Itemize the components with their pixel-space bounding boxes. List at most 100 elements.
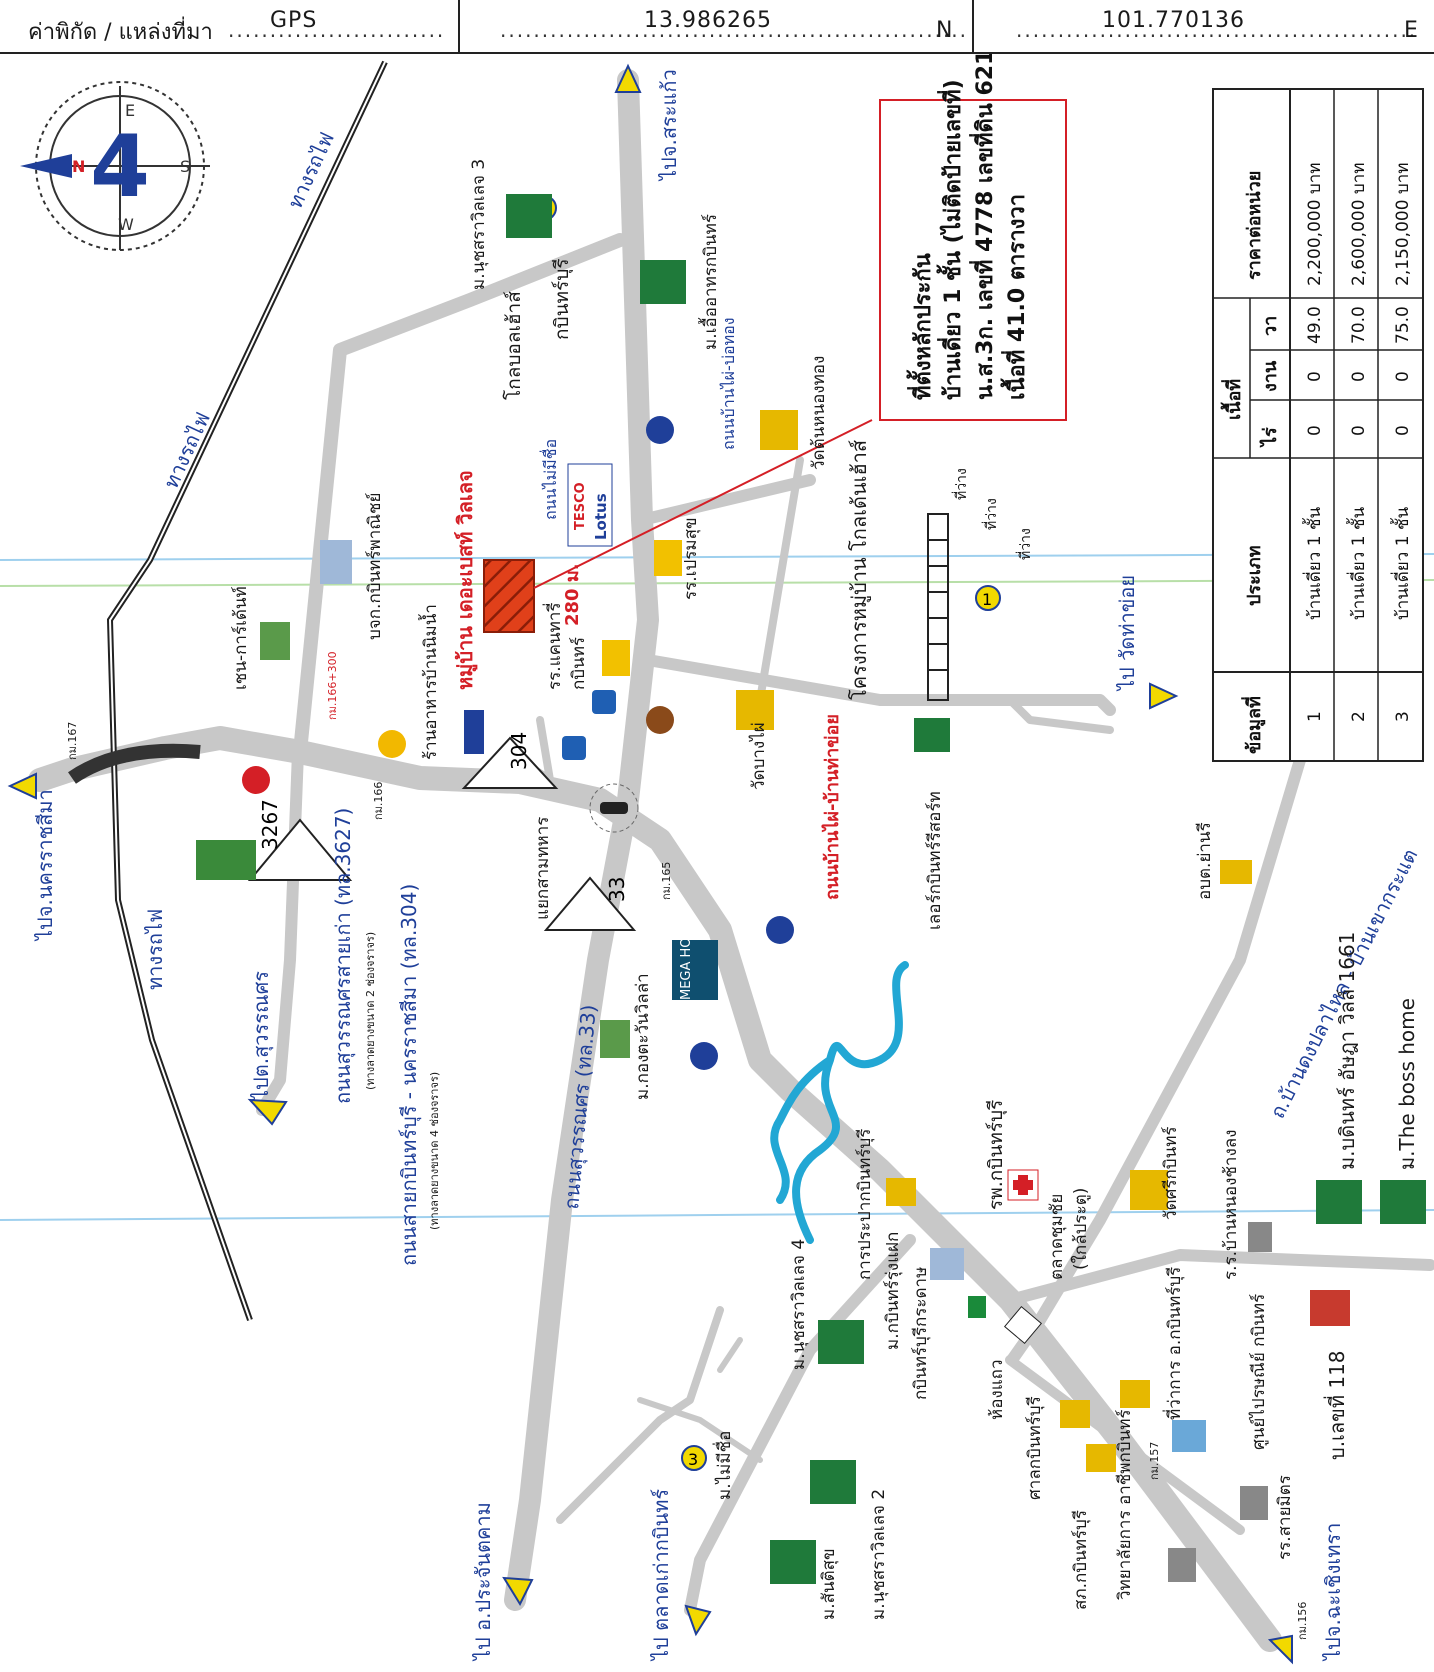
label-project-dist: 280 ม. [562,563,583,626]
label-vacant-3: ที่ว่าง [1016,528,1034,560]
label-school-premsuk: รร.เปรมสุข [681,517,701,600]
road-minor [637,1397,763,1463]
label-ban-phai-bo-thong: ถนนบ้านไผ่-บ่อทอง [719,317,738,450]
table-header-type: ประเภท [1244,545,1265,606]
shield-3267-icon [247,818,353,881]
subject-info-text: ที่ตั้งหลักประกัน บ้านเดี่ยว 1 ชั้น (ไม่… [906,54,1030,400]
table-header-no: ข้อมูลที่ [1241,696,1266,754]
label-college: วิทยาลัยการ อาชีพกบินทร์ [1115,1409,1135,1600]
source-value: GPS [270,8,318,33]
golden-house-plots [927,513,949,701]
compass-rose: 4 N E S W [20,81,210,251]
shell-icon [378,730,406,758]
seven-eleven-icon [968,1296,986,1318]
landmark-icons [196,194,1426,1584]
label-ban-phai-tha-khoi: ถนนบ้านไผ่-บ้านท่าข่อย [821,714,843,900]
row1-rai: 0 [1305,425,1325,436]
road-south-east [1005,1355,1245,1535]
village-icon [1380,1180,1426,1224]
district-office-icon [1120,1380,1150,1408]
direction-arrows [7,63,1293,1665]
label-mega-home: MEGA HOME [679,918,694,1000]
divider [972,0,974,52]
row2-wa: 70.0 [1349,306,1369,344]
route-shields: 3267 304 33 [247,732,637,931]
label-vacant-2: ที่ว่าง [982,498,1000,530]
label-to-srakaew: ไปจ.สระแก้ว [657,69,681,182]
restaurant-icon [464,710,484,754]
grid-line [0,1209,1434,1221]
waterworks-icon [886,1178,916,1206]
row3-ngan: 0 [1393,371,1413,382]
dots: .......................... [228,18,446,42]
coord-label: ค่าพิกัด / แหล่งที่มา [28,20,213,45]
route-3267-label: 3267 [258,799,282,850]
label-pwa: การประปากบินทร์บุรี [855,1129,875,1280]
coordinate-header: ค่าพิกัด / แหล่งที่มา ..................… [0,0,1434,54]
label-kabinburi-b: กบินทร์ [569,637,589,690]
latitude-unit: N [936,18,953,43]
label-bypass-304: ถนนสายกบินทร์บุรี - นครราชสีมา (ทล.304) [397,884,422,1266]
label-mai-mi-chue: ถนนไม่มีชื่อ [539,439,560,520]
overpass [68,743,201,784]
label-school-kanthari: รร.แคนทารี่ [542,603,565,691]
road-branch [1006,696,1114,734]
comparable-marker-3 [681,1445,707,1471]
table-row: 2,150,000 บาท 75.0 0 0 บ้านเดี่ยว 1 ชั้น… [1390,163,1413,722]
bank-icon [562,736,586,760]
table-header-area: เนื้อที่ [1220,379,1245,420]
road-ban-phai-tha-khoi [642,654,1116,716]
label-to-chachoengsao: ไปจ.ฉะเชิงเทรา [1321,1523,1345,1662]
temple-icon [1130,1170,1168,1210]
compass-number: 4 [90,117,150,217]
row3-no: 3 [1393,711,1413,722]
arrow-to-prachantakham-icon [502,1576,534,1607]
label-bkk-kabin: บจก.กบินทร์พาณิชย์ [365,492,385,640]
village-icon [770,1540,816,1584]
label-chen-kart: เชน-การ์เด้นท์ [231,586,251,690]
label-kabin-kratas: กบินทร์บุรีกระดาษ [911,1267,931,1400]
label-hospital: รพ.กบินทร์บุรี [985,1100,1008,1210]
label-mu-bodin: ม.บดินทร์ อัษฎา วิลล์ 1661 [1335,932,1359,1170]
village-icon [810,1460,856,1504]
arrow-to-nakhon-icon [7,772,37,800]
label-lert-kabin: เลอร์กบินทร์รีสอร์ท [925,791,945,930]
arrow-to-suwannasorn-icon [247,1098,288,1126]
latitude-value: 13.986265 [644,8,772,33]
arrow-to-wat-tha-khoi-icon [1149,682,1179,710]
company-building-icon [320,540,352,584]
school-building-icon [1240,1486,1268,1520]
row2-rai: 0 [1349,425,1369,436]
subject-line4: เนื้อที่ 41.0 ตารางวา [1000,194,1030,400]
trees-icon [196,840,256,880]
label-railway-1: ทางรถไฟ [283,128,339,212]
road-mai-mi-chue [636,474,816,526]
label-kabinburi-a: กบินทร์บุรี [551,258,574,340]
table-header-price: ราคาต่อหน่วย [1244,171,1265,280]
label-mu-kabin-rung: ม.กบินทร์รุ่งแฝก [883,1232,903,1350]
arrow-to-old-market-icon [684,1604,712,1637]
row2-ngan: 0 [1349,371,1369,382]
label-amphoe: ที่ว่าการ อ.กบินทร์บุรี [1162,1267,1185,1420]
label-mu-chuttsara4: ม.นุชสราวิลเลจ 4 [789,1239,809,1370]
police-icon [1086,1444,1116,1472]
college-icon [1168,1548,1196,1582]
shophouse-icon [1003,1305,1043,1345]
label-house-118: บ.เลขที่ 118 [1323,1350,1349,1460]
label-mu-chuttsara2: ม.นุชสราวิลเลจ 2 [869,1489,889,1620]
location-map: 4 N E S W 3267 304 33 ที่ตั้งหลักประกัน … [0,54,1434,1665]
row3-price: 2,150,000 บาท [1393,163,1413,286]
label-school-nong-chang: ร.ร.บ้านหนองช้างลง [1221,1130,1241,1280]
shield-304-icon [461,736,559,789]
road-minor [556,1306,724,1524]
label-km-157: กม.157 [1148,1442,1161,1480]
marker-1-label: 1 [982,590,992,609]
mega-home-icon [672,940,718,1000]
label-wat-sri-kabin: วัดศรีกบินทร์ [1161,1126,1181,1220]
row1-wa: 49.0 [1305,306,1325,344]
traffic-light-icon [600,802,628,814]
label-to-old-market: ไป ตลาดเก่ากบินทร์ [649,1489,673,1662]
label-court: ศาลกบินทร์บุรี [1025,1396,1045,1500]
dots: ........................................… [500,18,969,42]
longitude-unit: E [1404,18,1418,43]
